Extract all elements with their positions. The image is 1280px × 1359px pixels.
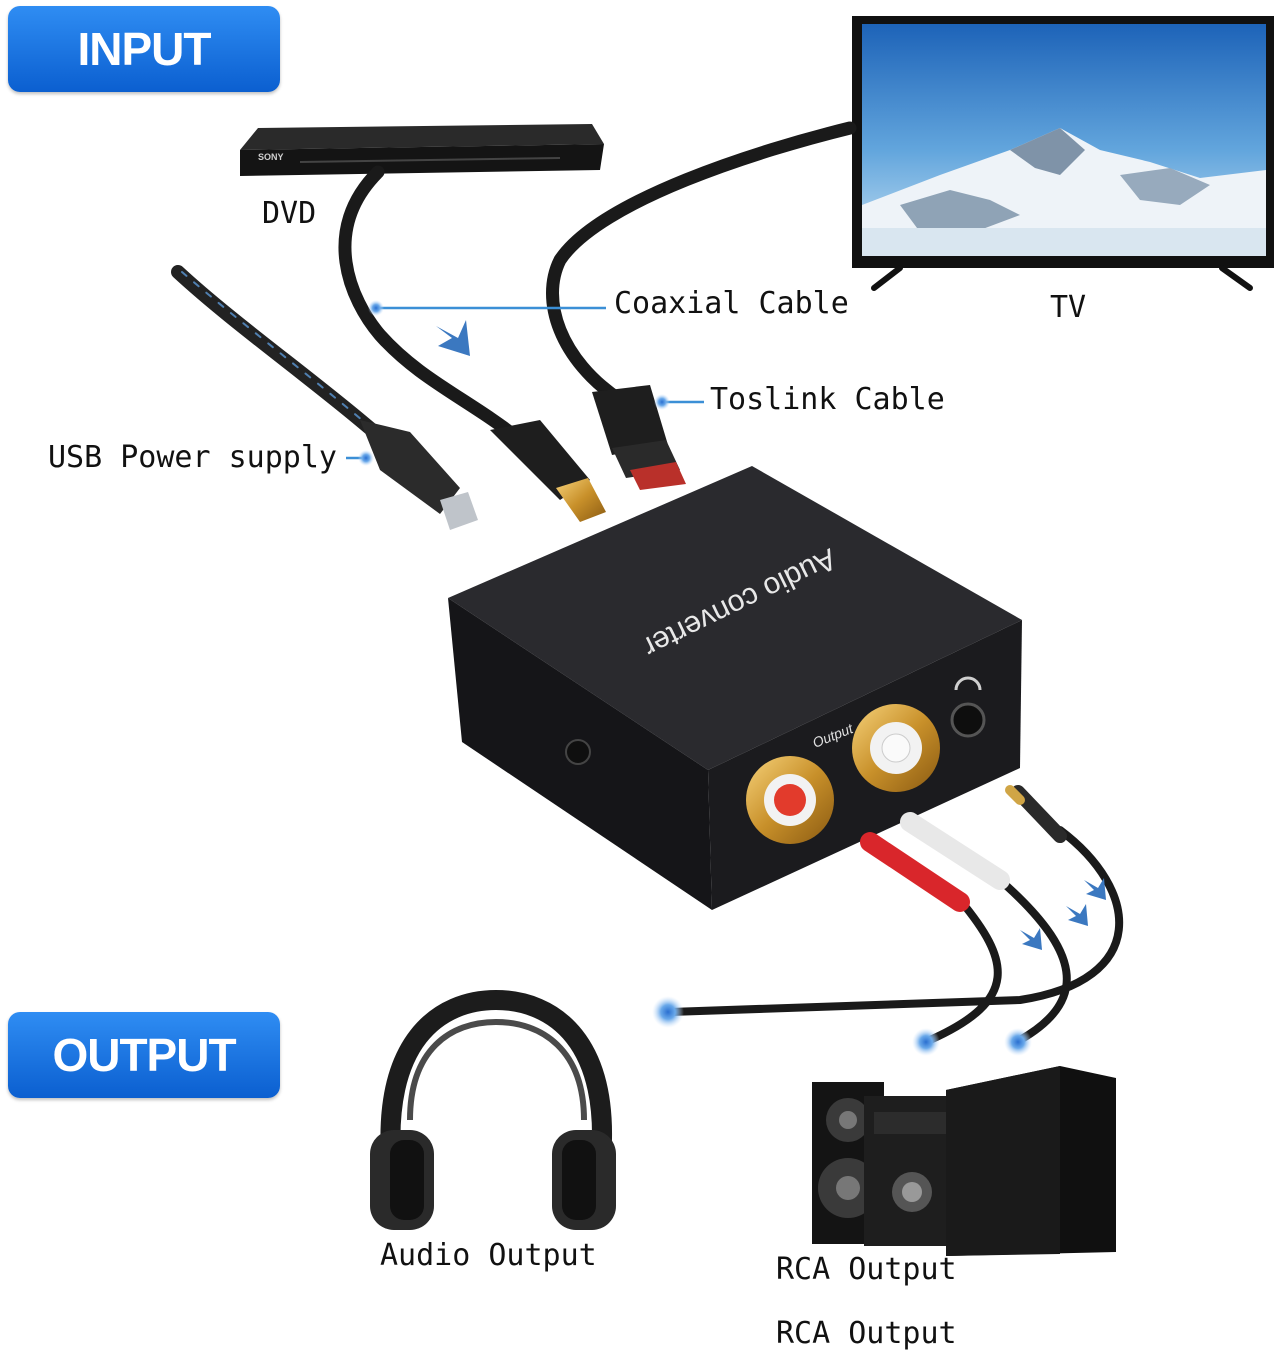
coaxial-cable-label: Coaxial Cable xyxy=(614,286,849,321)
input-badge: INPUT xyxy=(8,6,280,92)
audio-output-label: Audio Output xyxy=(380,1238,597,1273)
output-badge-text: OUTPUT xyxy=(52,1029,236,1081)
output-cables xyxy=(666,785,1124,1044)
headphones-illustration xyxy=(370,989,616,1230)
audio-converter-illustration: Audio converter Output xyxy=(448,466,1022,910)
input-cables xyxy=(171,121,857,477)
toslink-plug-illustration xyxy=(592,385,686,490)
rca-output-label-1: RCA Output xyxy=(776,1252,957,1287)
dvd-player-illustration: SONY xyxy=(240,124,604,176)
tv-label: TV xyxy=(1050,290,1087,325)
rca-output-label-2: RCA Output xyxy=(776,1316,957,1351)
input-badge-text: INPUT xyxy=(77,23,212,75)
arrow-icon xyxy=(1084,878,1106,900)
arrow-icon xyxy=(436,320,470,356)
speaker-system-illustration xyxy=(812,1066,1116,1256)
usb-plug-illustration xyxy=(360,420,478,530)
dvd-label: DVD xyxy=(262,196,317,231)
arrow-icons xyxy=(436,320,1106,950)
connection-dots xyxy=(358,300,1032,1056)
toslink-cable-label: Toslink Cable xyxy=(710,382,945,417)
arrow-icon xyxy=(1066,904,1088,926)
usb-power-supply-label: USB Power supply xyxy=(48,440,337,475)
coaxial-plug-illustration xyxy=(490,420,606,522)
arrow-icon xyxy=(1020,928,1042,950)
tv-illustration xyxy=(852,16,1274,291)
dvd-brand-text: SONY xyxy=(258,152,284,162)
output-badge: OUTPUT xyxy=(8,1012,280,1098)
